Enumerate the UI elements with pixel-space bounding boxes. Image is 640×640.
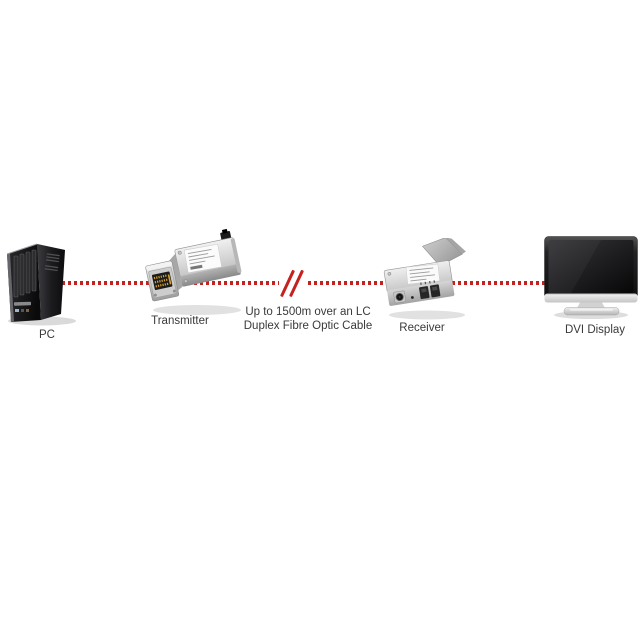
dvi-receiver-icon — [383, 238, 466, 320]
dvi-transmitter-icon — [145, 228, 242, 315]
fibre-link-note-line2: Duplex Fibre Optic Cable — [243, 319, 373, 332]
transmitter-illustration — [142, 226, 248, 318]
cable-break-icon — [279, 265, 307, 302]
fibre-link-dotted-line — [62, 281, 554, 285]
dvi-display-label: DVI Display — [564, 324, 626, 336]
fibre-link-note-line1: Up to 1500m over an LC — [245, 306, 371, 318]
pc-label: PC — [39, 329, 55, 341]
monitor-icon — [544, 236, 638, 319]
pc-illustration — [2, 234, 78, 326]
dvi-display-illustration — [543, 235, 640, 321]
fibre-link-note: Up to 1500m over an LC Duplex Fibre Opti… — [228, 306, 388, 333]
receiver-illustration — [380, 238, 474, 324]
receiver-label: Receiver — [399, 322, 445, 334]
transmitter-label: Transmitter — [151, 315, 209, 327]
pc-tower-icon — [6, 243, 76, 326]
